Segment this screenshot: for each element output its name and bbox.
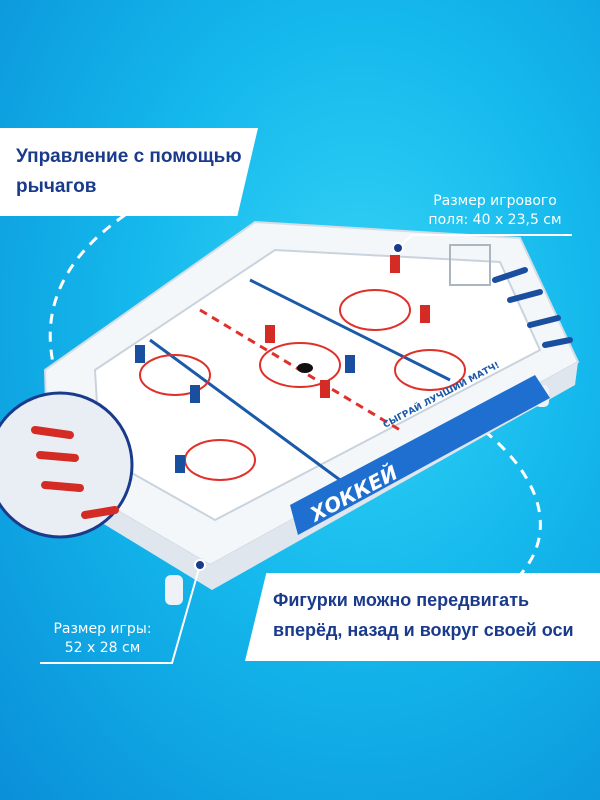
- center-circle: [259, 342, 341, 388]
- blue-line: [149, 338, 341, 482]
- puck: [297, 363, 313, 373]
- field-size-note: Размер игрового поля: 40 x 23,5 см: [410, 192, 580, 230]
- figures-banner: Фигурки можно передвигать вперёд, назад …: [245, 573, 600, 661]
- levers-banner: Управление с помощью рычагов: [0, 128, 258, 216]
- right-levers[interactable]: [492, 267, 573, 348]
- figures-line1: Фигурки можно передвигать: [273, 590, 530, 610]
- field-size-line1: Размер игрового: [433, 193, 557, 209]
- field-size-line2: поля: 40 x 23,5 см: [428, 212, 562, 228]
- game-size-line1: Размер игры:: [53, 621, 152, 637]
- goal: [449, 244, 491, 286]
- levers-line2: рычагов: [16, 176, 97, 197]
- pointer-line: [40, 564, 201, 664]
- pointer-dot: [392, 242, 404, 254]
- dashed-guide: [469, 418, 542, 576]
- faceoff-circle: [139, 354, 211, 396]
- faceoff-circle: [339, 289, 411, 331]
- pointer-dot: [194, 559, 206, 571]
- left-levers[interactable]: [31, 426, 119, 519]
- game-size-line2: 52 x 28 см: [64, 640, 141, 656]
- figures-line2: вперёд, назад и вокруг своей оси: [273, 620, 574, 640]
- levers-zoom-circle: [0, 391, 134, 539]
- leg: [165, 575, 183, 605]
- players: [135, 255, 430, 473]
- pointer-line: [397, 234, 572, 249]
- front-banner: [290, 375, 550, 535]
- levers-line1: Управление с помощью: [16, 146, 242, 167]
- game-size-note: Размер игры: 52 x 28 см: [35, 620, 170, 658]
- blue-line: [249, 278, 451, 382]
- faceoff-circle: [394, 349, 466, 391]
